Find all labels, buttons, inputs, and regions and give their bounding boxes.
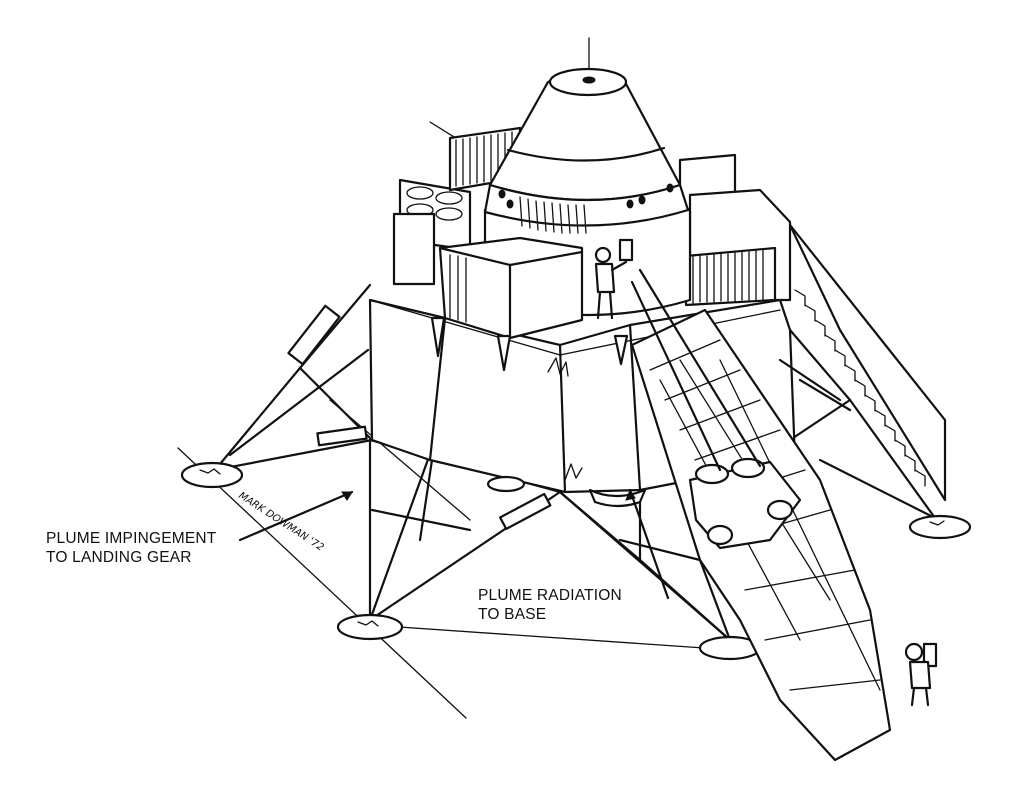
label-plume-radiation-line2: TO BASE bbox=[478, 606, 547, 623]
foot-pads bbox=[180, 461, 972, 661]
label-plume-radiation-line1: PLUME RADIATION bbox=[478, 587, 622, 604]
astronaut-on-ground bbox=[904, 642, 938, 707]
label-leaders bbox=[238, 488, 670, 600]
astronaut-on-deck bbox=[594, 238, 634, 320]
ramp-and-rover bbox=[630, 268, 892, 762]
label-plume-impingement: PLUME IMPINGEMENT TO LANDING GEAR bbox=[46, 529, 216, 567]
command-capsule bbox=[483, 67, 690, 234]
label-plume-impingement-line2: TO LANDING GEAR bbox=[46, 549, 192, 566]
upper-deck bbox=[392, 126, 792, 372]
label-plume-radiation: PLUME RADIATION TO BASE bbox=[478, 586, 622, 624]
label-plume-impingement-line1: PLUME IMPINGEMENT bbox=[46, 530, 217, 547]
ladder-stairway bbox=[778, 223, 947, 502]
